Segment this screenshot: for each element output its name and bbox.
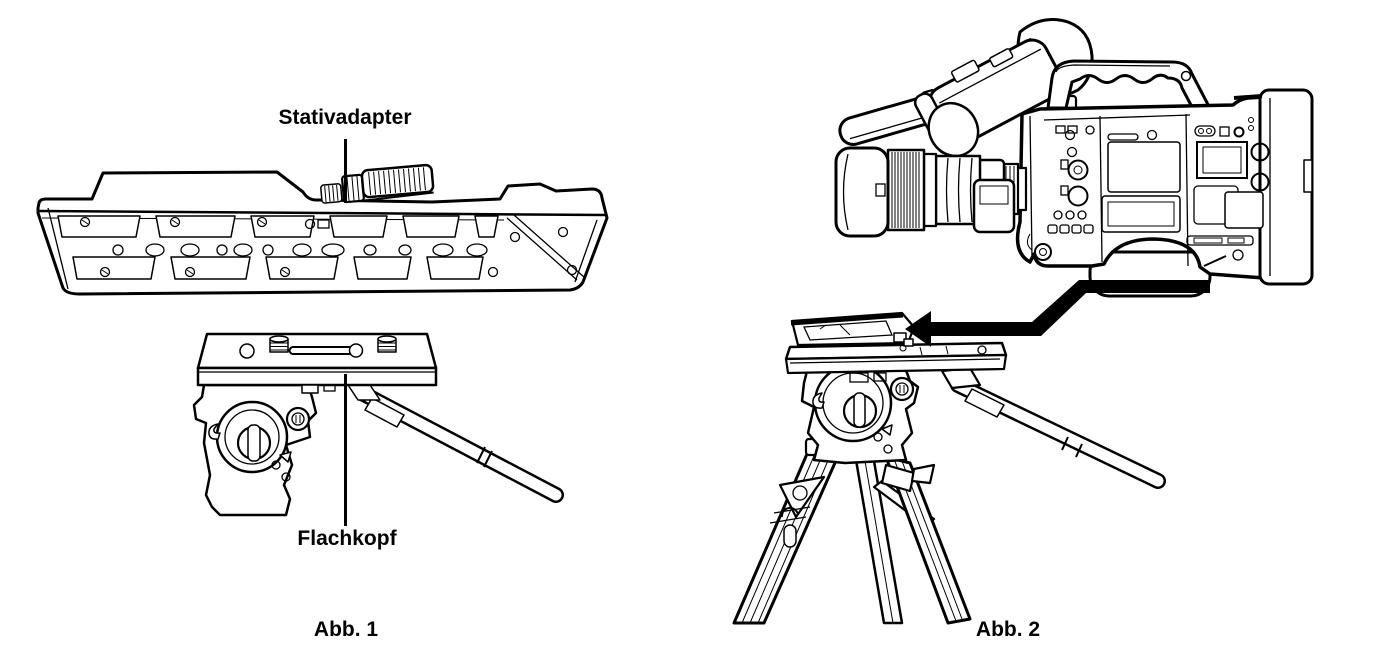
pan-handle xyxy=(950,377,1166,489)
mount-direction-arrow xyxy=(905,280,1210,347)
figure-1-caption: Abb. 1 xyxy=(313,618,379,641)
tripod-head xyxy=(800,363,920,465)
leader-line-flachkopf xyxy=(344,374,347,526)
viewfinder-eyepiece xyxy=(927,101,980,158)
label-tripod-adapter: Stativadapter xyxy=(278,106,412,129)
pan-handle xyxy=(354,385,564,503)
leader-line-stativadapter xyxy=(344,139,347,203)
pan-lock-knob xyxy=(285,406,311,432)
control-panel xyxy=(1026,125,1095,261)
adapter-oval-holes xyxy=(112,243,488,257)
plate-slot xyxy=(288,343,364,358)
adapter-screws xyxy=(79,216,330,278)
pan-lock-knob xyxy=(889,376,915,402)
flat-head-drawing xyxy=(192,332,564,517)
figure-2-caption: Abb. 2 xyxy=(975,618,1041,641)
camera-screw-rear xyxy=(377,335,397,353)
quick-release-plate xyxy=(196,332,438,401)
head-plate xyxy=(784,341,1008,390)
camcorder-drawing xyxy=(834,18,1314,298)
cassette-compartment xyxy=(1101,129,1254,246)
adapter-plate-body xyxy=(36,170,609,296)
tripod-drawing xyxy=(732,280,1210,625)
adapter-slot-row-top xyxy=(57,215,499,238)
lens-servo-grip xyxy=(972,178,1016,234)
lens-assembly xyxy=(834,146,1028,238)
lens-hood xyxy=(834,146,890,238)
camera-body xyxy=(1015,88,1314,286)
label-flat-head: Flachkopf xyxy=(297,527,397,550)
side-controls xyxy=(1193,117,1270,267)
adapter-slot-row-bottom xyxy=(72,256,484,280)
camera-screw-front xyxy=(269,335,289,353)
head-body xyxy=(192,383,318,517)
mounted-adapter xyxy=(790,311,916,352)
adapter-right-panel xyxy=(487,214,585,281)
tripod-leg-left xyxy=(732,437,853,625)
tripod-adapter-drawing xyxy=(36,163,609,296)
adapter-knurled-knob xyxy=(320,163,435,204)
viewfinder xyxy=(913,18,1094,158)
